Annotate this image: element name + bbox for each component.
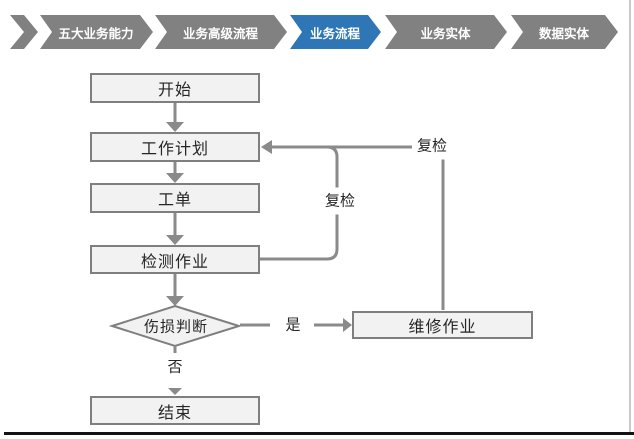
nav-item-label: 数据实体 — [538, 26, 589, 41]
node-repair: 维修作业 — [352, 311, 533, 339]
nav-item-advanced-process[interactable]: 业务高级流程 — [155, 15, 287, 49]
arrow-order-to-inspect — [166, 213, 184, 245]
node-order: 工单 — [90, 183, 260, 213]
nav-item-business-entity[interactable]: 业务实体 — [385, 15, 507, 49]
nav-item-label: 业务流程 — [309, 26, 360, 41]
nav-item-label: 业务高级流程 — [182, 26, 258, 41]
node-plan: 工作计划 — [90, 132, 260, 162]
arrow-plan-to-order — [166, 162, 184, 183]
edge-label-recheck-outer: 复检 — [411, 132, 453, 160]
decision-yes-connector — [240, 318, 352, 332]
slide-right-border — [629, 0, 631, 432]
edge-label-yes: 是 — [285, 316, 301, 334]
process-breadcrumb: 五大业务能力 业务高级流程 业务流程 业务实体 数据实体 — [0, 15, 634, 49]
nav-item-label: 业务实体 — [420, 26, 471, 41]
node-start: 开始 — [90, 73, 260, 103]
recheck-arrowhead — [261, 140, 272, 154]
nav-item-label: 五大业务能力 — [58, 26, 134, 41]
node-end: 结束 — [90, 396, 260, 425]
arrow-start-to-plan — [166, 103, 184, 132]
nav-item-data-entity[interactable]: 数据实体 — [511, 15, 618, 49]
recheck-loop-outer — [272, 145, 445, 310]
nav-item-business-process[interactable]: 业务流程 — [290, 15, 381, 49]
node-decision-label: 伤损判断 — [143, 318, 209, 336]
slide-bottom-border — [4, 432, 634, 435]
nav-item-five-capabilities[interactable]: 五大业务能力 — [40, 15, 153, 49]
arrow-inspect-to-decision — [166, 274, 184, 306]
decision-no-connector — [168, 346, 182, 395]
edge-label-no: 否 — [167, 358, 183, 376]
edge-label-recheck-inner: 复检 — [319, 187, 361, 215]
node-inspect: 检测作业 — [90, 245, 260, 274]
